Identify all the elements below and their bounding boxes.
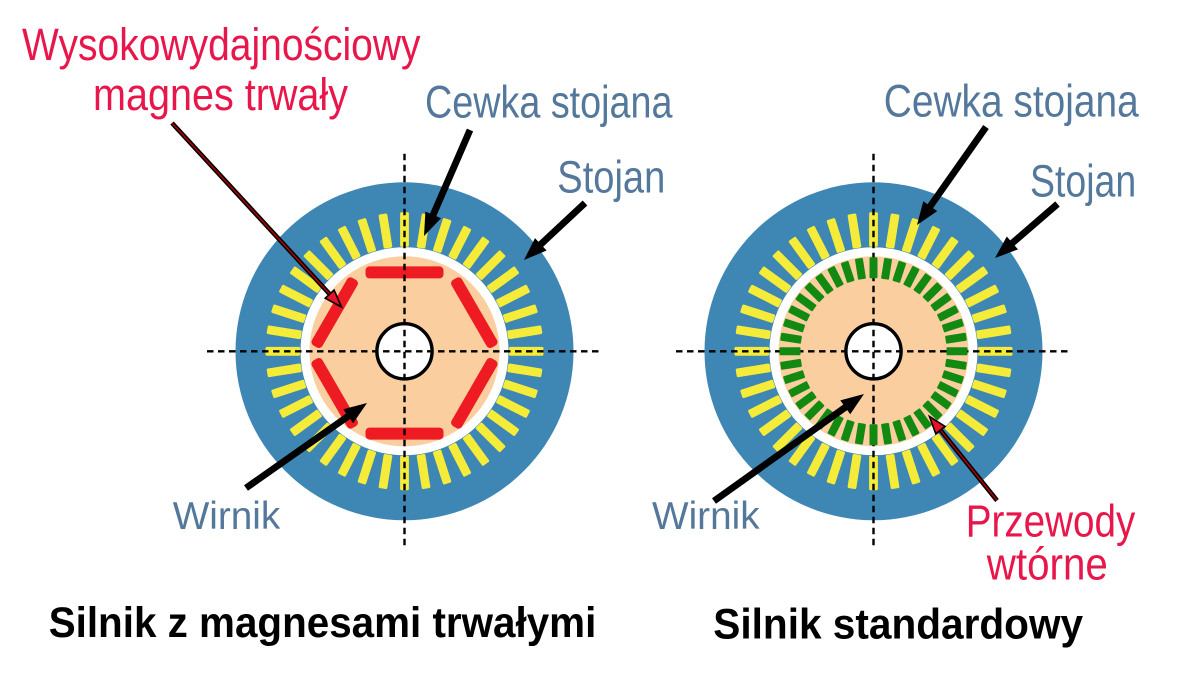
- svg-text:magnes trwały: magnes trwały: [93, 69, 348, 120]
- svg-text:Wirnik: Wirnik: [652, 495, 760, 538]
- svg-text:Silnik standardowy: Silnik standardowy: [713, 601, 1083, 649]
- svg-text:Cewka stojana: Cewka stojana: [425, 77, 673, 128]
- svg-text:Przewody: Przewody: [966, 495, 1136, 546]
- svg-text:Wirnik: Wirnik: [173, 495, 281, 538]
- svg-text:Cewka stojana: Cewka stojana: [884, 75, 1140, 126]
- svg-text:wtórne: wtórne: [986, 538, 1108, 589]
- svg-text:Stojan: Stojan: [557, 152, 665, 203]
- svg-text:Wysokowydajnościowy: Wysokowydajnościowy: [22, 19, 421, 70]
- svg-text:Stojan: Stojan: [1030, 155, 1136, 206]
- svg-text:Silnik z magnesami trwałymi: Silnik z magnesami trwałymi: [49, 599, 597, 647]
